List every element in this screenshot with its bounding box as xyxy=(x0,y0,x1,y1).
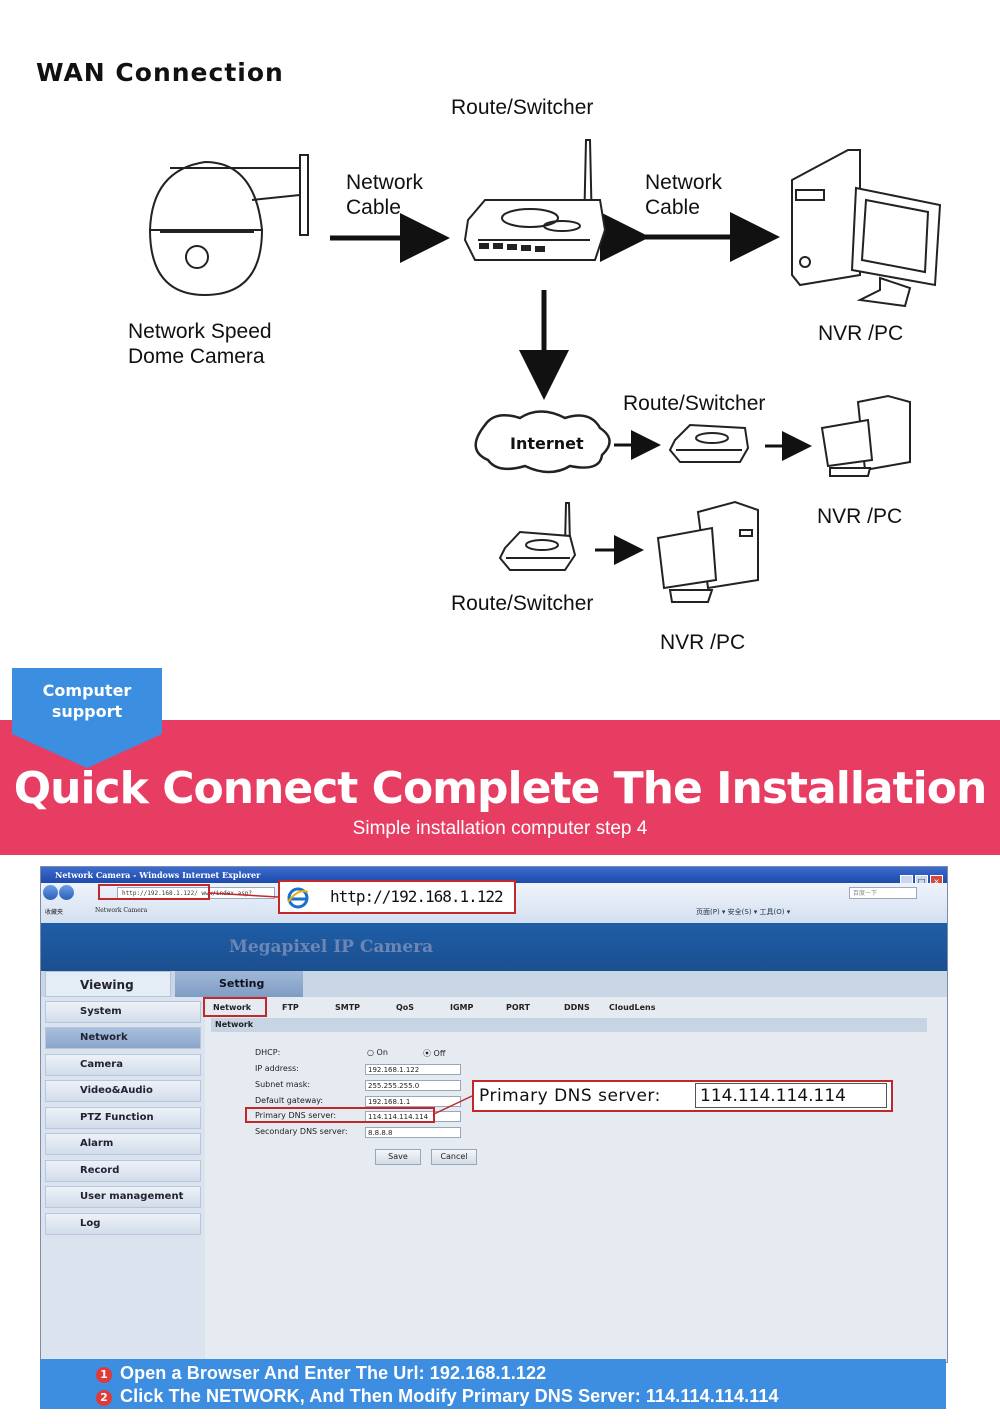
router-mid-icon xyxy=(668,423,750,463)
ie-logo-icon xyxy=(287,887,309,909)
address-zoom-text: http://192.168.1.122 xyxy=(330,887,504,906)
camera-label-1: Network Speed xyxy=(128,320,272,343)
brand-title: Megapixel IP Camera xyxy=(229,937,434,957)
subtab-ddns[interactable]: DDNS xyxy=(564,1003,590,1012)
address-highlight xyxy=(98,884,210,900)
dns-callout-field xyxy=(695,1083,887,1108)
favorites-button[interactable]: 收藏夹 xyxy=(45,909,64,916)
window-title: Network Camera - Windows Internet Explor… xyxy=(41,867,947,883)
nvr-pc-bottom-label: NVR /PC xyxy=(660,631,746,654)
dhcp-label: DHCP: xyxy=(255,1048,281,1057)
sidebar: System Network Camera Video&Audio PTZ Fu… xyxy=(41,997,205,1362)
ribbon-text: Computer support xyxy=(12,680,162,722)
step-2-number: 2 xyxy=(96,1390,112,1406)
section-title: Network xyxy=(211,1018,927,1032)
subtab-network[interactable]: Network xyxy=(213,1003,252,1012)
camera-header xyxy=(41,923,947,971)
nav-buttons xyxy=(43,885,75,904)
nvr-pc-mid-icon xyxy=(820,394,911,477)
network-cable-right-1: Network xyxy=(645,171,723,194)
cancel-button[interactable]: Cancel xyxy=(431,1149,477,1165)
banner-title: Quick Connect Complete The Installation xyxy=(13,763,988,814)
command-bar[interactable]: 页面(P) ▾ 安全(S) ▾ 工具(O) ▾ xyxy=(696,908,791,916)
network-cable-right-2: Cable xyxy=(645,196,700,219)
subtab-smtp[interactable]: SMTP xyxy=(335,1003,361,1012)
dns-highlight xyxy=(245,1107,435,1123)
step-2-text: Click The NETWORK, And Then Modify Prima… xyxy=(120,1386,779,1406)
dhcp-off-radio[interactable]: ⦿ Off xyxy=(423,1049,446,1058)
dhcp-off-label: Off xyxy=(433,1049,446,1058)
gateway-input[interactable]: 192.168.1.1 xyxy=(365,1096,461,1107)
nvr-pc-icon xyxy=(791,149,942,308)
sidebar-item-user-management[interactable]: User management xyxy=(45,1186,201,1208)
internet-cloud-icon xyxy=(474,410,611,474)
route-top-label: Route/Switcher xyxy=(451,96,594,119)
tab-viewing[interactable]: Viewing xyxy=(45,971,171,997)
step-1: 1 Open a Browser And Enter The Url: 192.1… xyxy=(96,1363,546,1384)
banner-subtitle: Simple installation computer step 4 xyxy=(352,818,648,839)
dns-callout-value: 114.114.114.114 xyxy=(700,1086,847,1106)
route-mid-label: Route/Switcher xyxy=(623,392,766,415)
subtab-cloudlens[interactable]: CloudLens xyxy=(609,1003,656,1012)
settings-content xyxy=(205,997,947,1362)
subtab-port[interactable]: PORT xyxy=(506,1003,530,1012)
dome-camera-icon xyxy=(148,154,309,297)
dhcp-on-label: On xyxy=(376,1048,388,1057)
nvr-pc-bottom-icon xyxy=(656,500,759,603)
address-zoom xyxy=(278,880,516,914)
network-cable-left-1: Network xyxy=(346,171,424,194)
sidebar-item-ptz[interactable]: PTZ Function xyxy=(45,1107,201,1129)
dns1-label: Primary DNS server: xyxy=(255,1111,337,1120)
ribbon-line-2: support xyxy=(51,702,123,721)
step-1-number: 1 xyxy=(96,1367,112,1383)
diagram-title: WAN Connection xyxy=(36,58,284,87)
step-2: 2 Click The NETWORK, And Then Modify Prim… xyxy=(96,1386,779,1407)
router-icon xyxy=(463,139,607,261)
ip-input[interactable]: 192.168.1.122 xyxy=(365,1064,461,1075)
subnet-input[interactable]: 255.255.255.0 xyxy=(365,1080,461,1091)
ribbon-line-1: Computer xyxy=(42,681,132,700)
tab-setting[interactable]: Setting xyxy=(175,971,303,997)
dns-callout-label: Primary DNS server: xyxy=(479,1086,661,1106)
subtab-qos[interactable]: QoS xyxy=(396,1003,415,1012)
step-1-text: Open a Browser And Enter The Url: 192.16… xyxy=(120,1363,547,1383)
dhcp-on-radio[interactable]: ○ On xyxy=(367,1048,388,1057)
ribbon-badge xyxy=(12,668,162,768)
sidebar-item-alarm[interactable]: Alarm xyxy=(45,1133,201,1155)
search-input[interactable]: 百度一下 xyxy=(849,887,917,899)
dns2-label: Secondary DNS server: xyxy=(255,1127,348,1136)
ip-label: IP address: xyxy=(255,1064,299,1073)
nvr-pc-label: NVR /PC xyxy=(818,322,904,345)
sidebar-item-network[interactable]: Network xyxy=(45,1027,201,1049)
dns2-input[interactable]: 8.8.8.8 xyxy=(365,1127,461,1138)
sidebar-item-record[interactable]: Record xyxy=(45,1160,201,1182)
subnet-label: Subnet mask: xyxy=(255,1080,311,1089)
browser-window: Network Camera - Windows Internet Explor… xyxy=(40,866,948,1363)
sidebar-item-video-audio[interactable]: Video&Audio xyxy=(45,1080,201,1102)
subtab-ftp[interactable]: FTP xyxy=(282,1003,299,1012)
steps-bar xyxy=(40,1359,946,1409)
network-cable-left-2: Cable xyxy=(346,196,401,219)
nvr-pc-mid-label: NVR /PC xyxy=(817,505,903,528)
camera-label-2: Dome Camera xyxy=(128,345,265,368)
subtab-igmp[interactable]: IGMP xyxy=(450,1003,474,1012)
internet-label: Internet xyxy=(510,434,584,453)
banner xyxy=(0,720,1000,855)
router-bottom-icon xyxy=(498,502,577,571)
network-highlight xyxy=(203,997,267,1017)
sidebar-item-log[interactable]: Log xyxy=(45,1213,201,1235)
subtabs: Network FTP SMTP QoS IGMP PORT DDNS Clou… xyxy=(41,997,947,1017)
sidebar-item-system[interactable]: System xyxy=(45,1001,201,1023)
sidebar-item-camera[interactable]: Camera xyxy=(45,1054,201,1076)
back-icon[interactable] xyxy=(43,885,58,900)
forward-icon[interactable] xyxy=(59,885,74,900)
save-button[interactable]: Save xyxy=(375,1149,421,1165)
route-bottom-label: Route/Switcher xyxy=(451,592,594,615)
wan-diagram xyxy=(148,139,942,603)
dns-callout xyxy=(472,1080,893,1112)
gateway-label: Default gateway: xyxy=(255,1096,324,1105)
browser-tab[interactable]: Network Camera xyxy=(95,907,148,914)
